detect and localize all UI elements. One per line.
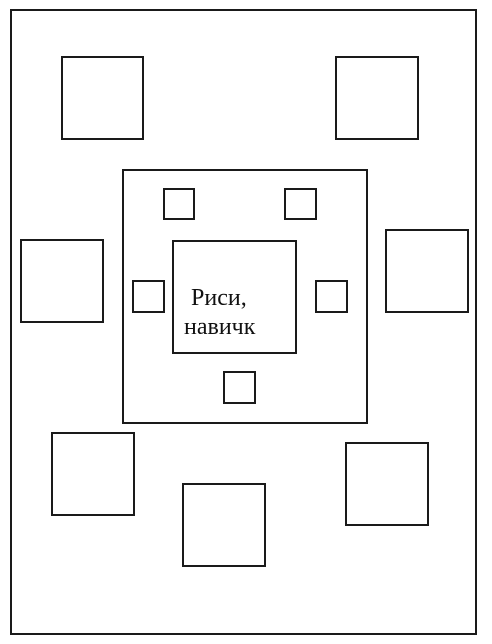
outer-box-bottom-left (51, 432, 135, 516)
core-label: Риси, навичк (174, 284, 295, 342)
core-label-line-1: Риси, (191, 285, 247, 311)
outer-box-top-left (61, 56, 144, 140)
small-box-top-right (284, 188, 317, 220)
outer-box-bottom-center (182, 483, 266, 567)
core-box: Риси, навичк (172, 240, 297, 354)
small-box-top-left (163, 188, 195, 220)
small-box-bottom (223, 371, 256, 404)
core-label-line-2: навичк (184, 314, 256, 340)
outer-box-top-right (335, 56, 419, 140)
outer-box-middle-left (20, 239, 104, 323)
central-box (122, 169, 368, 424)
outer-box-bottom-right (345, 442, 429, 526)
small-box-right (315, 280, 348, 313)
small-box-left (132, 280, 165, 313)
page-frame (10, 9, 477, 635)
outer-box-middle-right (385, 229, 469, 313)
